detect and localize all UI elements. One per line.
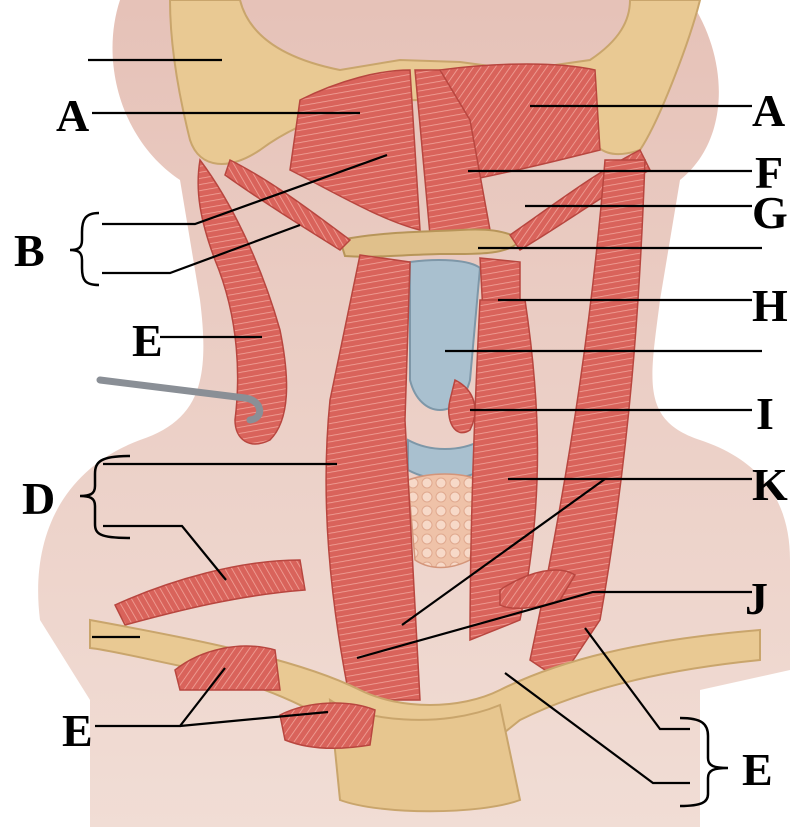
label-g: G [752,187,788,238]
omohyoid-inferior-belly [113,559,306,626]
label-a-left: A [56,90,90,141]
mylohyoid [414,69,491,236]
thyroid-gland [407,473,481,569]
digastric-right [439,63,601,202]
digastric-posterior-belly [224,158,352,251]
label-h: H [752,280,788,331]
sternocleidomastoid-sternal-stump [279,702,376,750]
label-b: B [14,225,45,276]
label-k: K [752,459,788,510]
label-e-left: E [132,315,163,366]
label-a-right: A [752,85,786,136]
thyroid-cartilage [409,259,482,411]
label-d: D [22,473,56,524]
leader-lines [88,58,762,785]
bracket-e-right [679,716,729,808]
label-j: J [745,573,768,624]
sternocleidomastoid-clavicular-stump [174,645,281,691]
label-e-bottom-right: E [742,744,773,795]
retractor-hook [96,376,263,424]
bracket-b [69,211,100,287]
digastric-left [289,69,421,231]
label-e-bottom-left: E [62,705,93,756]
label-i: I [756,388,774,439]
label-f: F [755,147,784,198]
sternohyoid-right [469,299,539,642]
omohyoid-right [499,569,577,610]
bracket-d [79,454,131,540]
sternocleidomastoid-reflected [197,158,288,445]
sternothyroid-inner [448,378,476,434]
